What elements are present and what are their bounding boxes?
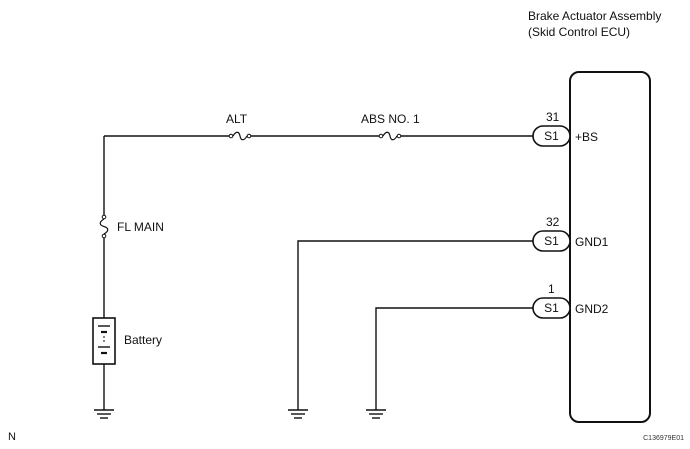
- terminal-label: +BS: [575, 130, 598, 144]
- fuse-alt: [228, 131, 252, 141]
- fuse-alt-label: ALT: [226, 112, 248, 126]
- pin-number: 32: [546, 215, 560, 229]
- footer-left-code: N: [8, 431, 16, 443]
- terminal-label: GND1: [575, 235, 609, 249]
- fuse-abs-no1-label: ABS NO. 1: [361, 112, 420, 126]
- ecu-title: Brake Actuator Assembly: [528, 9, 661, 23]
- ecu-box: [569, 71, 651, 423]
- connector-id: S1: [544, 301, 559, 315]
- fuse-fl-main: [99, 214, 109, 239]
- connector-pin-31: [532, 125, 571, 147]
- battery-symbol: [92, 317, 116, 365]
- pin-number: 1: [548, 282, 555, 296]
- figure-id: C136979E01: [643, 435, 684, 442]
- fuse-fl-main-label: FL MAIN: [117, 220, 164, 234]
- wire-gnd2: [375, 307, 533, 410]
- ground-icon: [288, 409, 308, 419]
- battery-label: Battery: [124, 333, 162, 347]
- fuse-abs-no1: [378, 131, 402, 141]
- terminal-label: GND2: [575, 302, 609, 316]
- pin-number: 31: [546, 110, 560, 124]
- connector-pin-1: [532, 297, 571, 319]
- ecu-subtitle: (Skid Control ECU): [528, 25, 630, 39]
- ground-icon: [94, 409, 114, 419]
- ground-icon: [366, 409, 386, 419]
- connector-id: S1: [544, 129, 559, 143]
- connector-pin-32: [532, 230, 571, 252]
- wire-gnd1: [297, 240, 533, 410]
- connector-id: S1: [544, 234, 559, 248]
